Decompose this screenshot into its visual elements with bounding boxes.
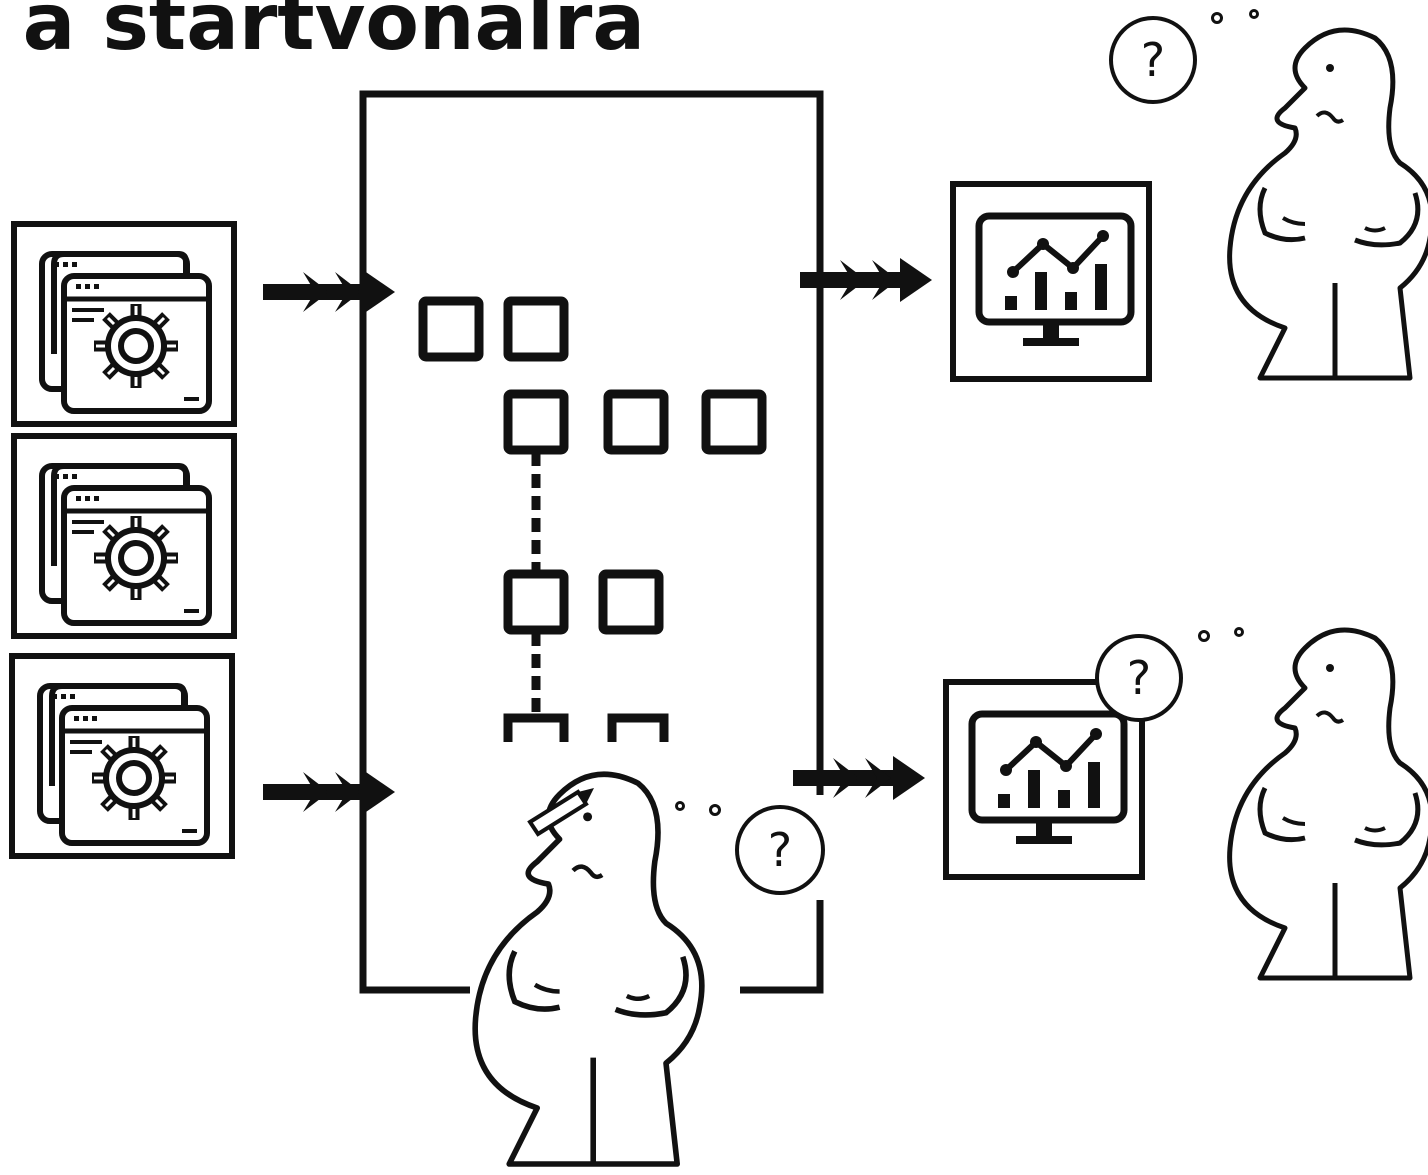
step-square <box>503 296 569 362</box>
confused-person-figure <box>1230 30 1428 378</box>
thinking-person-figure <box>475 774 702 1164</box>
pencil-icon <box>527 788 594 837</box>
question-mark: ? <box>1141 33 1165 87</box>
settings-window-icon <box>14 224 234 424</box>
step-square <box>598 569 664 635</box>
step-square <box>603 389 669 455</box>
monitor-chart-icon <box>953 184 1149 379</box>
process-frame-bottom-right <box>740 900 824 994</box>
confused-person-figure <box>1230 630 1428 978</box>
step-square <box>701 389 767 455</box>
thought-bubble-top: ? <box>1109 9 1259 104</box>
input-arrow-icon <box>263 770 395 814</box>
step-square-partial <box>607 713 669 742</box>
thought-bubble-center: ? <box>675 801 825 895</box>
process-frame <box>359 90 824 994</box>
slide-title: n a startvonalra <box>0 0 646 68</box>
settings-window-icon <box>14 436 234 636</box>
question-mark: ? <box>1127 651 1151 705</box>
step-square-partial <box>503 713 569 742</box>
process-steps <box>418 296 767 742</box>
output-arrow-icon <box>793 756 925 800</box>
step-square <box>503 569 569 635</box>
question-mark: ? <box>768 823 792 877</box>
input-arrow-icon <box>263 270 395 314</box>
thought-bubble-bottom: ? <box>1095 627 1244 722</box>
step-square <box>418 296 484 362</box>
settings-window-icon <box>12 656 232 856</box>
step-square <box>503 389 569 455</box>
